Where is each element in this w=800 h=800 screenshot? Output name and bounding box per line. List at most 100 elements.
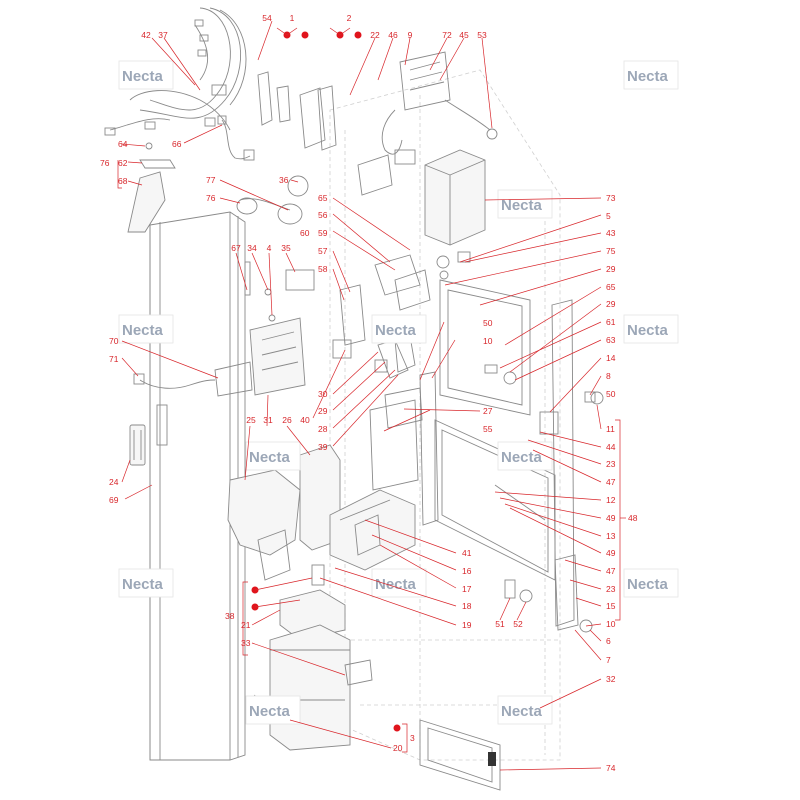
- hinge-bracket-parts: [127, 142, 176, 233]
- callout-38: 38: [225, 611, 235, 621]
- watermark-logo: Necta: [497, 441, 553, 471]
- main-control-board: [214, 317, 306, 397]
- svg-text:Necta: Necta: [249, 703, 291, 720]
- svg-text:Necta: Necta: [122, 322, 164, 339]
- callout-17: 17: [462, 584, 472, 594]
- watermark-logo: Necta: [371, 568, 427, 598]
- callout-13: 13: [606, 531, 616, 541]
- callout-21: 21: [241, 620, 251, 630]
- marker-dot: [301, 31, 309, 39]
- watermark-logo: Necta: [245, 441, 301, 471]
- lock-parts: [484, 364, 604, 435]
- svg-text:Necta: Necta: [627, 68, 669, 85]
- circuit-board-46: [357, 109, 416, 196]
- callout-52: 52: [513, 619, 523, 629]
- callout-61: 61: [606, 317, 616, 327]
- callout-57: 57: [318, 246, 328, 256]
- watermark-logo: Necta: [118, 568, 174, 598]
- callout-39: 39: [318, 442, 328, 452]
- callout-72: 72: [442, 30, 452, 40]
- callout-75: 75: [606, 246, 616, 256]
- callout-28: 28: [318, 424, 328, 434]
- callout-56: 56: [318, 210, 328, 220]
- callout-43: 43: [606, 228, 616, 238]
- callout-14: 14: [606, 353, 616, 363]
- bracket-4-34-35-67: [244, 261, 315, 322]
- cable-71: [133, 373, 216, 389]
- watermark-logo: Necta: [118, 314, 174, 344]
- svg-text:Necta: Necta: [122, 68, 164, 85]
- callout-54: 54: [262, 13, 272, 23]
- callout-31: 31: [263, 415, 273, 425]
- callout-25: 25: [246, 415, 256, 425]
- callout-74: 74: [606, 763, 616, 773]
- callout-40: 40: [300, 415, 310, 425]
- callout-12: 12: [606, 495, 616, 505]
- callout-8: 8: [606, 371, 611, 381]
- callout-37: 37: [158, 30, 168, 40]
- callout-44: 44: [606, 442, 616, 452]
- callout-11: 11: [606, 424, 615, 434]
- callout-16: 16: [462, 566, 472, 576]
- callout-9: 9: [408, 30, 413, 40]
- watermark-logo: Necta: [118, 60, 174, 90]
- connectors-5-43: [436, 251, 471, 280]
- side-rail: [551, 299, 593, 633]
- callout-55: 55: [483, 424, 493, 434]
- callout-65b: 65: [606, 282, 616, 292]
- callout-23b: 23: [606, 584, 616, 594]
- svg-text:Necta: Necta: [501, 703, 543, 720]
- callout-73: 73: [606, 193, 616, 203]
- watermark-logo: Necta: [371, 314, 427, 344]
- callout-4: 4: [267, 243, 272, 253]
- control-box-73: [424, 149, 486, 246]
- callout-45: 45: [459, 30, 469, 40]
- support-brackets: [257, 71, 337, 151]
- callout-18: 18: [462, 601, 472, 611]
- watermark-logo: Necta: [623, 568, 679, 598]
- callout-67: 67: [231, 243, 241, 253]
- callout-48: 48: [628, 513, 638, 523]
- callout-30: 30: [318, 389, 328, 399]
- watermark-logo: Necta: [245, 695, 301, 725]
- door-window-frame: [439, 279, 531, 416]
- wiring-harness: [104, 7, 247, 136]
- callout-35: 35: [281, 243, 291, 253]
- callout-46: 46: [388, 30, 398, 40]
- callout-71: 71: [109, 354, 119, 364]
- callout-77: 77: [206, 175, 216, 185]
- callout-5: 5: [606, 211, 611, 221]
- marker-dot: [354, 31, 362, 39]
- svg-text:Necta: Necta: [375, 322, 417, 339]
- callout-63: 63: [606, 335, 616, 345]
- callout-65: 65: [318, 193, 328, 203]
- callout-1: 1: [290, 13, 295, 23]
- callout-20: 20: [393, 743, 403, 753]
- callout-10b: 10: [606, 619, 616, 629]
- door-handle-cover: [129, 424, 146, 466]
- callout-29b: 29: [606, 264, 616, 274]
- callout-22: 22: [370, 30, 380, 40]
- svg-text:Necta: Necta: [501, 449, 543, 466]
- bolts-51-52: [504, 579, 533, 603]
- svg-text:Necta: Necta: [627, 576, 669, 593]
- callout-47b: 47: [606, 566, 616, 576]
- callout-50b: 50: [606, 389, 616, 399]
- callout-50: 50: [483, 318, 493, 328]
- callout-69: 69: [109, 495, 119, 505]
- callout-59: 59: [318, 228, 328, 238]
- svg-text:Necta: Necta: [249, 449, 291, 466]
- cover-plate: [419, 719, 501, 791]
- callout-6: 6: [606, 636, 611, 646]
- callout-53: 53: [477, 30, 487, 40]
- callout-33: 33: [241, 638, 251, 648]
- callout-76: 76: [100, 158, 110, 168]
- callout-10: 10: [483, 336, 493, 346]
- watermark-logo: Necta: [497, 695, 553, 725]
- callout-49b: 49: [606, 548, 616, 558]
- callout-7: 7: [606, 655, 611, 665]
- coin-box: [311, 489, 416, 586]
- marker-dots: [251, 31, 401, 732]
- callout-68: 68: [118, 176, 128, 186]
- callout-27: 27: [483, 406, 493, 416]
